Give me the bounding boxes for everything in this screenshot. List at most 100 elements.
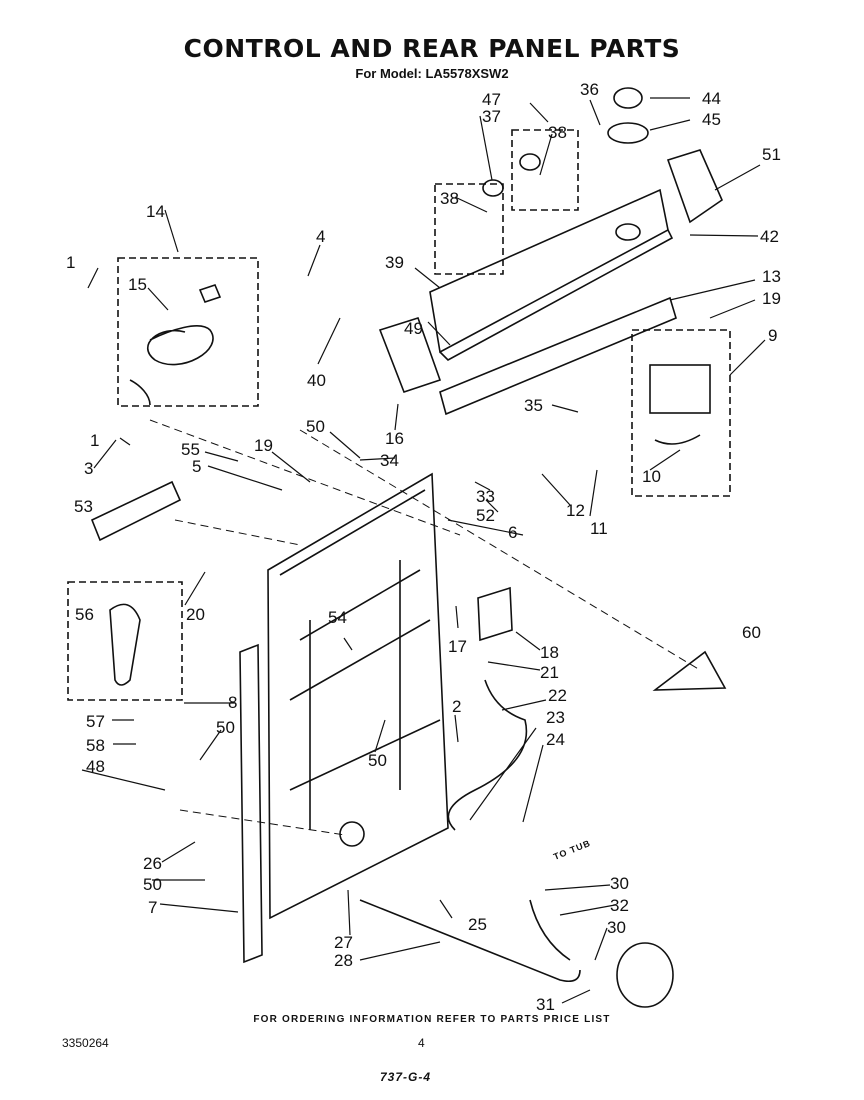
callout-label: 13 (762, 267, 781, 286)
handwritten-code: 737-G-4 (380, 1070, 432, 1084)
callout-label: 37 (482, 107, 501, 126)
callout-label: 38 (548, 123, 567, 142)
inlet-hose-shape (447, 679, 528, 831)
callout-label: 36 (580, 80, 599, 99)
callout-label: 47 (482, 90, 501, 109)
callout-label: 8 (228, 693, 237, 712)
callout-label: 3 (84, 459, 93, 478)
callout-label: 30 (607, 918, 626, 937)
callout-label: 28 (334, 951, 353, 970)
water-valve-shape (477, 586, 513, 642)
callout-leader-lines (81, 97, 766, 1004)
callout-label: 57 (86, 712, 105, 731)
console-bracket-shape (378, 317, 442, 394)
callout-label: 34 (380, 451, 399, 470)
callout-label: 5 (192, 457, 201, 476)
callout-label: 20 (186, 605, 205, 624)
callout-label: 1 (90, 431, 99, 450)
callout-label: 54 (328, 608, 347, 627)
callout-label: 23 (546, 708, 565, 727)
callout-label: 27 (334, 933, 353, 952)
callout-label: 17 (448, 637, 467, 656)
construction-lines (149, 419, 701, 671)
callout-label: 55 (181, 440, 200, 459)
callout-label: 50 (368, 751, 387, 770)
callout-label: 50 (216, 718, 235, 737)
construction-line-2 (179, 809, 346, 836)
rear-panel-shape (267, 472, 449, 920)
callout-label: 14 (146, 202, 165, 221)
callout-label: 58 (86, 736, 105, 755)
callout-label: 53 (74, 497, 93, 516)
rear-panel-hole (339, 821, 365, 847)
callout-label: 35 (524, 396, 543, 415)
console-panel-shape (429, 188, 669, 354)
bracket-60-shape (652, 650, 727, 691)
callout-label: 50 (143, 875, 162, 894)
drain-hose-shape (109, 603, 141, 686)
callout-label: 39 (385, 253, 404, 272)
knob-shape-left (482, 179, 504, 197)
callout-label: 48 (86, 757, 105, 776)
timer-knob-shape (613, 87, 643, 109)
hose-plate-shape (90, 480, 182, 542)
callout-label: 26 (143, 854, 162, 873)
document-number: 3350264 (62, 1036, 109, 1050)
pump-hose-32-shape (529, 899, 571, 961)
timer-wire-shape (654, 434, 701, 445)
power-plug-shape (198, 284, 222, 303)
console-back-shape (439, 296, 677, 416)
callout-label: 32 (610, 896, 629, 915)
callout-label: 49 (404, 319, 423, 338)
timer-group-box (631, 329, 731, 497)
to-tub-label: TO TUB (552, 838, 592, 862)
power-cord-group-box (117, 257, 259, 407)
callout-label: 24 (546, 730, 565, 749)
drain-hose-28-shape (359, 899, 581, 983)
callout-label: 2 (452, 697, 461, 716)
callout-label: 15 (128, 275, 147, 294)
timer-shape (649, 364, 711, 414)
callout-label: 42 (760, 227, 779, 246)
drain-hose-group-box (67, 581, 183, 701)
callout-label: 33 (476, 487, 495, 506)
callout-label: 44 (702, 89, 721, 108)
rear-panel-ribs (279, 489, 441, 791)
callout-label: 9 (768, 326, 777, 345)
callout-label: 10 (642, 467, 661, 486)
ordering-footer-note: FOR ORDERING INFORMATION REFER TO PARTS … (253, 1014, 611, 1025)
callout-label: 60 (742, 623, 761, 642)
callout-label: 30 (610, 874, 629, 893)
callout-label: 1 (66, 253, 75, 272)
rear-panel-braces (309, 560, 401, 830)
page-number: 4 (418, 1036, 425, 1050)
knob-shape-right (519, 153, 541, 171)
callout-label: 21 (540, 663, 559, 682)
callout-label: 16 (385, 429, 404, 448)
callout-label: 19 (762, 289, 781, 308)
callout-label: 18 (540, 643, 559, 662)
callout-label: 56 (75, 605, 94, 624)
page-title: CONTROL AND REAR PANEL PARTS (183, 34, 681, 63)
side-strip-shape (239, 643, 263, 964)
console-knob-hole (615, 223, 641, 241)
callout-label: 7 (148, 898, 157, 917)
callout-label: 51 (762, 145, 781, 164)
callout-labels: 1 15 14 4 39 47 37 38 38 36 44 45 51 42 … (66, 80, 781, 1014)
console-panel-edge (439, 229, 674, 361)
callout-label: 31 (536, 995, 555, 1014)
callout-label: 4 (316, 227, 325, 246)
callout-label: 25 (468, 915, 487, 934)
callout-label: 11 (590, 519, 608, 538)
callout-label: 22 (548, 686, 567, 705)
knob-group-box-right (511, 129, 579, 211)
console-end-cap-shape (666, 149, 723, 224)
callout-label: 40 (307, 371, 326, 390)
callout-label: 12 (566, 501, 585, 520)
callout-label: 6 (508, 523, 517, 542)
callout-label: 45 (702, 110, 721, 129)
power-cord-shape (129, 325, 214, 406)
callout-label: 52 (476, 506, 495, 525)
model-subtitle: For Model: LA5578XSW2 (355, 66, 509, 81)
